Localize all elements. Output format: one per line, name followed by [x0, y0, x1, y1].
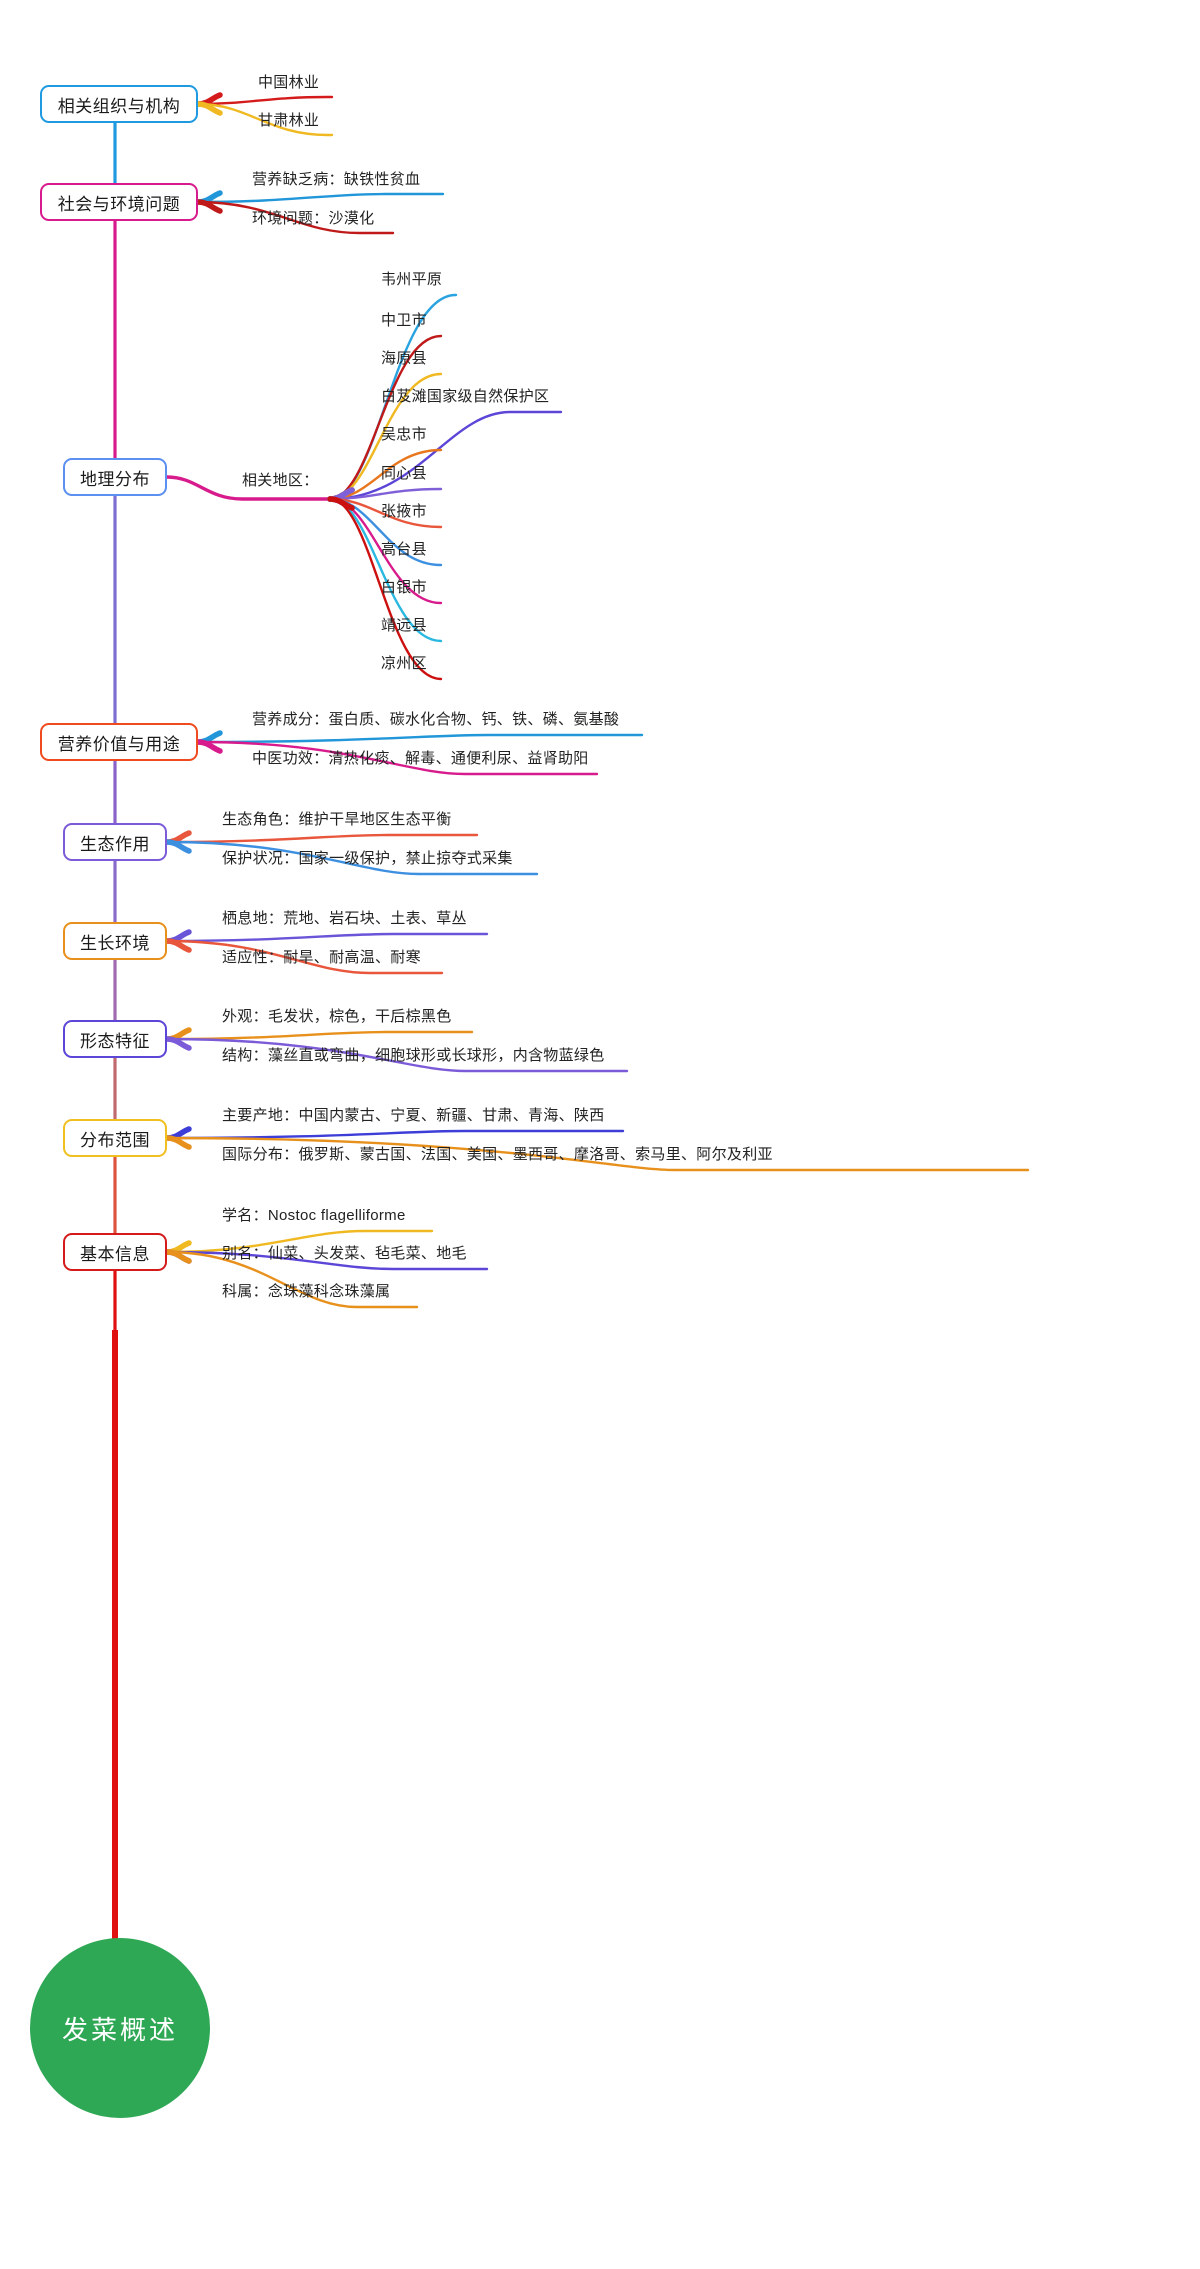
leaf-connector-stub: [195, 739, 223, 754]
leaf-connector-stub: [164, 1126, 192, 1141]
leaf-connector-stub: [327, 496, 355, 511]
leaf-connector-stub: [327, 496, 355, 511]
leaf-connector-stub: [195, 199, 223, 214]
leaf-label[interactable]: 保护状况：国家一级保护，禁止掠夺式采集: [222, 850, 513, 867]
leaf-label[interactable]: 白银市: [381, 579, 427, 596]
leaf-label[interactable]: 靖远县: [381, 617, 427, 634]
leaf-connector-stub: [164, 938, 192, 953]
leaf-connector-stub: [164, 1240, 192, 1255]
leaf-connector-stub: [164, 839, 192, 854]
leaf-label[interactable]: 栖息地：荒地、岩石块、土表、草丛: [222, 910, 467, 927]
leaf-connector: [196, 733, 644, 744]
leaf-label[interactable]: 适应性：耐旱、耐高温、耐寒: [222, 949, 421, 966]
leaf-label[interactable]: 张掖市: [381, 503, 427, 520]
leaf-connector-stub: [195, 101, 223, 116]
leaf-connector-stub: [164, 830, 192, 845]
leaf-label[interactable]: 结构：藻丝直或弯曲，细胞球形或长球形，内含物蓝绿色: [222, 1047, 605, 1064]
leaf-label[interactable]: 韦州平原: [381, 271, 443, 288]
leaf-connector-stub: [327, 496, 355, 511]
branch-node-range[interactable]: 分布范围: [63, 1119, 167, 1157]
leaf-connector: [328, 410, 563, 501]
branch-node-basic[interactable]: 基本信息: [63, 1233, 167, 1271]
leaf-connector-stub: [195, 92, 223, 107]
leaf-label[interactable]: 生态角色：维护干旱地区生态平衡: [222, 811, 452, 828]
leaf-label[interactable]: 学名：Nostoc flagelliforme: [222, 1207, 406, 1224]
leaf-label[interactable]: 营养成分：蛋白质、碳水化合物、钙、铁、磷、氨基酸: [252, 711, 620, 728]
leaf-connector-stub: [164, 1036, 192, 1051]
branch-node-orgs[interactable]: 相关组织与机构: [40, 85, 198, 123]
branch-node-geo[interactable]: 地理分布: [63, 458, 167, 496]
leaf-connector-stub: [327, 487, 355, 502]
branch-node-nutrition[interactable]: 营养价值与用途: [40, 723, 198, 761]
leaf-connector-stub: [327, 487, 355, 502]
leaf-label[interactable]: 营养缺乏病：缺铁性贫血: [252, 171, 421, 188]
leaf-label[interactable]: 中国林业: [258, 74, 320, 91]
leaf-connector-stub: [164, 1027, 192, 1042]
leaf-connector-stub: [195, 190, 223, 205]
sublabel-geo: 相关地区：: [242, 472, 319, 489]
leaf-connector-stub: [327, 487, 355, 502]
leaf-connector-stub: [327, 496, 355, 511]
leaf-label[interactable]: 高台县: [381, 541, 427, 558]
leaf-connector: [165, 1030, 474, 1041]
leaf-connector-stub: [164, 929, 192, 944]
leaf-connector: [165, 833, 479, 844]
branch-node-ecology[interactable]: 生态作用: [63, 823, 167, 861]
leaf-label[interactable]: 中医功效：清热化痰、解毒、通便利尿、益肾助阳: [252, 750, 589, 767]
leaf-connector-stub: [327, 487, 355, 502]
leaf-connector: [328, 487, 443, 501]
leaf-connector-stub: [164, 1135, 192, 1150]
leaf-label[interactable]: 别名：仙菜、头发菜、毡毛菜、地毛: [222, 1245, 467, 1262]
leaf-label[interactable]: 中卫市: [381, 312, 427, 329]
root-node[interactable]: 发菜概述: [30, 1938, 210, 2118]
leaf-connector: [165, 932, 489, 943]
leaf-connector: [196, 95, 334, 106]
leaf-connector: [196, 192, 445, 204]
leaf-label[interactable]: 海原县: [381, 350, 427, 367]
leaf-connector-stub: [195, 730, 223, 745]
leaf-connector-stub: [327, 496, 355, 511]
branch-node-morphology[interactable]: 形态特征: [63, 1020, 167, 1058]
leaf-connector-stub: [327, 487, 355, 502]
leaf-connector-stub: [164, 1249, 192, 1264]
leaf-label[interactable]: 环境问题：沙漠化: [252, 210, 375, 227]
leaf-connector: [165, 1129, 625, 1140]
leaf-label[interactable]: 吴忠市: [381, 426, 427, 443]
leaf-label[interactable]: 外观：毛发状，棕色，干后棕黑色: [222, 1008, 452, 1025]
leaf-label[interactable]: 国际分布：俄罗斯、蒙古国、法国、美国、墨西哥、摩洛哥、索马里、阿尔及利亚: [222, 1146, 773, 1163]
leaf-label[interactable]: 凉州区: [381, 655, 427, 672]
branch-node-habitat[interactable]: 生长环境: [63, 922, 167, 960]
leaf-connector-stub: [164, 1249, 192, 1264]
leaf-connector-stub: [327, 487, 355, 502]
leaf-label[interactable]: 白芨滩国家级自然保护区: [381, 388, 550, 405]
leaf-label[interactable]: 甘肃林业: [258, 112, 320, 129]
leaf-label[interactable]: 同心县: [381, 465, 427, 482]
branch-node-social[interactable]: 社会与环境问题: [40, 183, 198, 221]
leaf-label[interactable]: 主要产地：中国内蒙古、宁夏、新疆、甘肃、青海、陕西: [222, 1107, 605, 1124]
leaf-label[interactable]: 科属：念珠藻科念珠藻属: [222, 1283, 391, 1300]
